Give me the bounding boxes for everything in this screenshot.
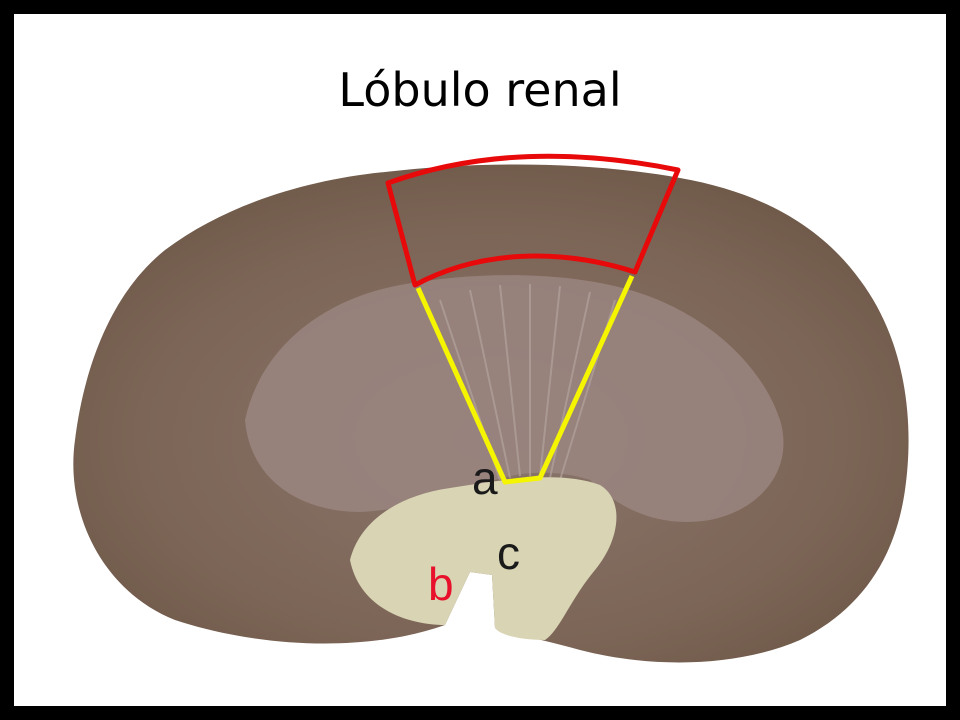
renal-medulla xyxy=(245,275,784,522)
cortex-outline xyxy=(385,153,681,288)
renal-sinus xyxy=(350,477,617,640)
pyramid-striations xyxy=(439,284,616,481)
pyramid-outline xyxy=(415,274,635,485)
slide-title: Lóbulo renal xyxy=(338,63,622,117)
label-a: a xyxy=(472,452,498,504)
label-b: b xyxy=(428,558,454,610)
label-c: c xyxy=(497,527,520,579)
